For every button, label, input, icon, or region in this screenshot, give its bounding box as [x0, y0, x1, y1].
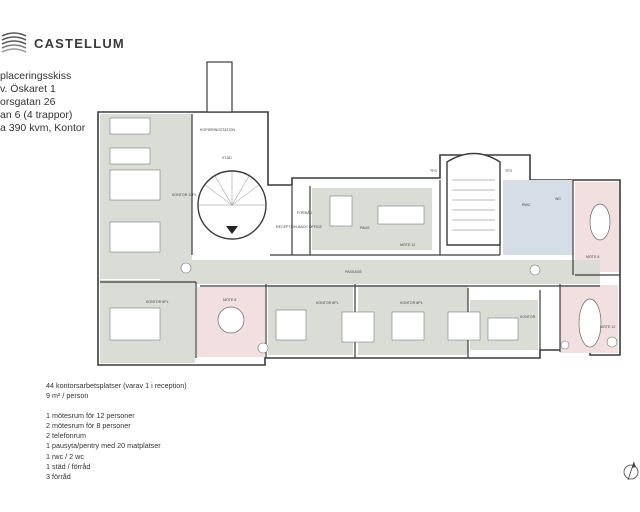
- chimney-shaft: [206, 61, 233, 113]
- header-line: an 6 (4 trappor): [0, 109, 73, 121]
- header-line: placeringsskiss: [0, 70, 72, 82]
- castellum-logo: CASTELLUM: [0, 30, 125, 56]
- stair-arrow-icon: [226, 226, 238, 234]
- label-kontor-8pl-3: KONTOR 8PL: [400, 301, 423, 305]
- label-pausyta: PAUS: [360, 226, 370, 230]
- label-kontor-13pl: KONTOR 13PL: [172, 193, 197, 197]
- desk-cluster-left: [109, 117, 519, 343]
- floor-plan: KOPIERINGSTATION STÄD KONTOR 13PL RECEPT…: [97, 61, 621, 366]
- label-reception: RECEPTION BACK OFFICE: [276, 225, 323, 229]
- label-tfo-1: TFO: [430, 169, 437, 173]
- label-wc: WC: [555, 197, 561, 201]
- castellum-logo-icon: [1, 32, 27, 53]
- north-arrow-icon: [623, 461, 639, 481]
- label-forrad: FÖRRÅD: [297, 210, 313, 215]
- summary-line: 1 rwc / 2 wc: [46, 451, 84, 461]
- summary-line: 1 städ / förråd: [46, 462, 91, 472]
- wc-area: [503, 180, 573, 255]
- summary-line: 1 mötesrum för 12 personer: [46, 410, 135, 420]
- summary-line: 2 mötesrum för 8 personer: [46, 420, 131, 430]
- passage: [160, 260, 600, 284]
- header-info: placeringsskiss v. Öskaret 1 orsgatan 26…: [0, 70, 85, 135]
- header-line: orsgatan 26: [0, 96, 56, 108]
- elevator-shaft: [446, 152, 501, 246]
- label-rwc: RWC: [522, 203, 531, 207]
- summary-line: 2 telefonrum: [46, 431, 86, 441]
- summary-line: 3 förråd: [46, 472, 71, 482]
- meeting-table-right-12: [578, 298, 602, 348]
- label-mote8-right: MÖTE 8: [586, 255, 599, 259]
- label-tfo-2: TFO: [505, 169, 512, 173]
- summary-list: 44 kontorsarbetsplatser (varav 1 i recep…: [46, 381, 187, 483]
- label-mote12-right: MÖTE 12: [600, 325, 615, 329]
- meeting-table-right-8: [589, 203, 611, 241]
- label-mote12-top: MÖTE 12: [400, 243, 415, 247]
- summary-line: 44 kontorsarbetsplatser (varav 1 i recep…: [46, 381, 187, 390]
- meeting-table-left: [217, 306, 245, 334]
- label-kontor-8pl-1: KONTOR 8PL: [146, 300, 169, 304]
- label-kopieringsstation: KOPIERINGSTATION: [200, 128, 235, 132]
- label-mote8-left: MÖTE 8: [223, 298, 236, 302]
- header-line: a 390 kvm, Kontor: [0, 122, 86, 134]
- summary-line: 1 pausyta/pentry med 20 matplatser: [46, 441, 161, 451]
- brand-name: CASTELLUM: [34, 35, 125, 51]
- label-kontor-8pl-2: KONTOR 8PL: [316, 301, 339, 305]
- label-stad: STÄD: [222, 156, 232, 160]
- header-line: v. Öskaret 1: [0, 83, 56, 95]
- label-passage: PASSAGE: [345, 270, 363, 274]
- summary-line: 9 m² / person: [46, 391, 89, 401]
- label-kontor-right: KONTOR: [520, 315, 536, 319]
